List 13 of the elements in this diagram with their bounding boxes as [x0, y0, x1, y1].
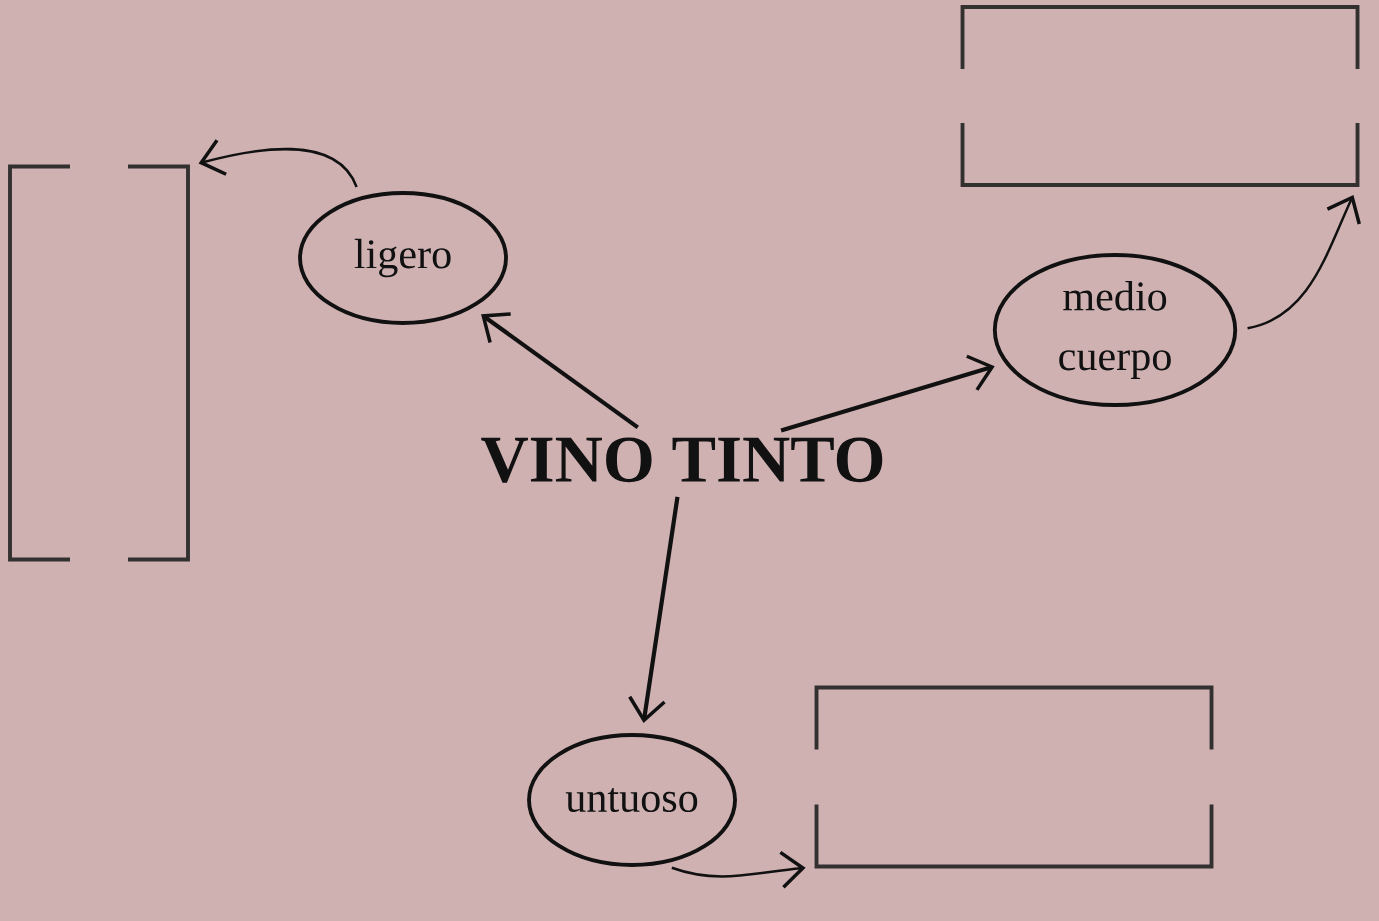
arrow: [481, 312, 639, 430]
title-text: VINO TINTO: [481, 437, 883, 483]
ellipse-node: untuoso: [527, 733, 737, 867]
bracket-box: [814, 685, 1214, 869]
arrow: [628, 496, 680, 723]
bracket-box: [960, 5, 1360, 187]
ellipse-node: ligero: [298, 191, 508, 325]
ellipse-node: medio cuerpo: [992, 253, 1238, 407]
bracket-box: [8, 164, 190, 562]
arrow: [198, 139, 358, 188]
arrow: [671, 850, 806, 889]
arrow: [780, 354, 995, 433]
arrow: [1247, 194, 1361, 330]
